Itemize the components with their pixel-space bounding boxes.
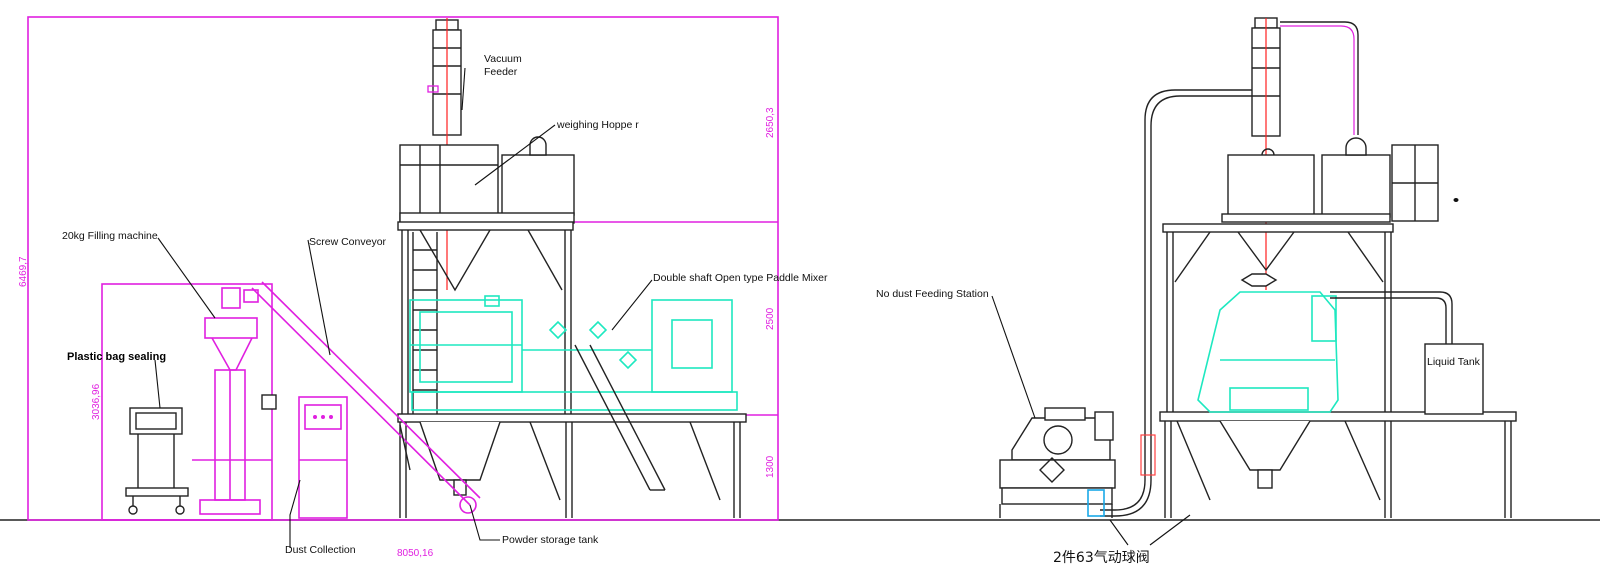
paddle-mixer-right xyxy=(1197,273,1339,413)
transfer-pipe xyxy=(1100,89,1252,517)
vacuum-feeder-right xyxy=(1251,17,1359,290)
leader-lines-left xyxy=(154,67,653,548)
powder-storage-tank xyxy=(419,421,501,496)
dim-total-length: 8050,16 xyxy=(397,548,434,559)
label-filling-machine: 20kg Filling machine xyxy=(62,230,158,242)
label-paddle-mixer: Double shaft Open type Paddle Mixer xyxy=(653,272,828,284)
label-ball-valve-note: 2件63气动球阀 xyxy=(1053,550,1150,566)
label-vacuum-feeder-line1: Vacuum xyxy=(484,53,522,65)
dim-bottom-section: 1300 xyxy=(765,455,776,478)
side-view-right: No dust Feeding Station Liquid Tank 2件63… xyxy=(876,17,1517,566)
dust-collection xyxy=(298,396,348,519)
label-weighing-hopper: weighing Hoppe r xyxy=(556,119,639,131)
dim-mid-section: 2500 xyxy=(765,307,776,330)
dimension-frame xyxy=(27,16,779,521)
marker-dot xyxy=(1453,198,1459,202)
label-liquid-tank: Liquid Tank xyxy=(1427,356,1481,368)
dim-filler-height: 3036,96 xyxy=(91,383,102,420)
screw-conveyor xyxy=(243,281,481,514)
label-dust-collection: Dust Collection xyxy=(285,544,356,556)
dim-total-height: 6469,7 xyxy=(18,256,29,287)
label-vacuum-feeder-line2: Feeder xyxy=(484,66,518,78)
weighing-hopper xyxy=(399,136,575,224)
filling-machine xyxy=(192,287,277,515)
dim-top-section: 2650,3 xyxy=(765,107,776,138)
no-dust-feeding-station xyxy=(999,407,1116,518)
label-powder-storage-tank: Powder storage tank xyxy=(502,534,599,546)
label-screw-conveyor: Screw Conveyor xyxy=(309,236,387,248)
steel-frame-right xyxy=(1159,223,1517,518)
bag-sealing-machine xyxy=(125,407,189,515)
label-plastic-bag-sealing: Plastic bag sealing xyxy=(67,351,166,363)
steel-frame-main xyxy=(397,221,747,518)
label-no-dust-feeding-station: No dust Feeding Station xyxy=(876,288,989,300)
paddle-mixer xyxy=(409,295,738,491)
side-view-left: 6469,7 2650,3 2500 1300 3036,96 8050,16 xyxy=(18,16,828,559)
weighing-hopper-right xyxy=(1221,137,1439,223)
leader-lines-right xyxy=(991,295,1191,546)
liquid-tank xyxy=(1330,291,1484,415)
